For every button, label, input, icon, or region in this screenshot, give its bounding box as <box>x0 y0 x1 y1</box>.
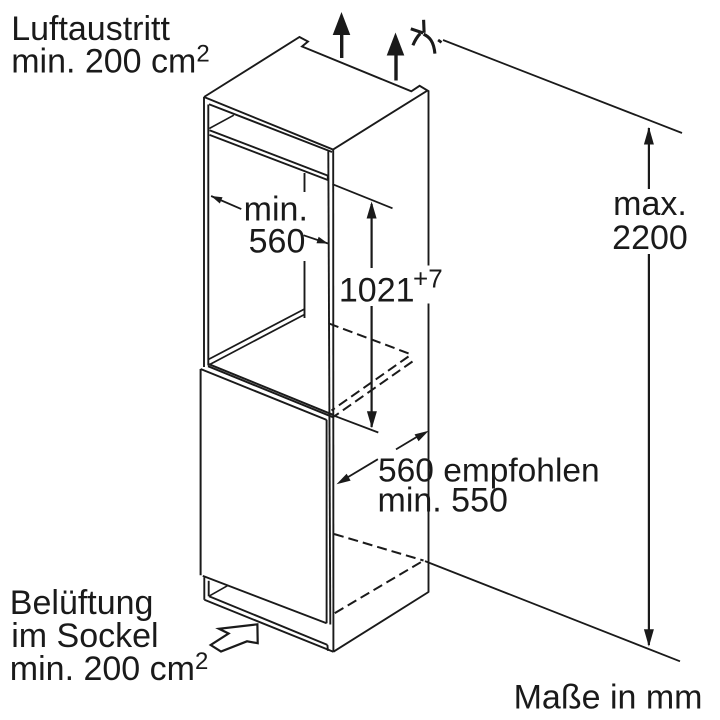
svg-text:560: 560 <box>249 223 306 261</box>
svg-text:min. 550: min. 550 <box>378 482 508 520</box>
svg-text:min.: min. <box>244 190 308 228</box>
svg-text:Luftaustritt: Luftaustritt <box>11 10 170 48</box>
svg-text:Belüftung: Belüftung <box>10 584 154 622</box>
svg-text:min. 200 cm2: min. 200 cm2 <box>10 648 209 688</box>
svg-text:max.: max. <box>613 185 687 223</box>
svg-text:min. 200 cm2: min. 200 cm2 <box>11 41 210 81</box>
svg-text:Maße in mm: Maße in mm <box>514 679 703 717</box>
svg-text:560 empfohlen: 560 empfohlen <box>378 453 600 490</box>
svg-text:im Sockel: im Sockel <box>11 617 158 655</box>
svg-text:2200: 2200 <box>612 219 688 257</box>
